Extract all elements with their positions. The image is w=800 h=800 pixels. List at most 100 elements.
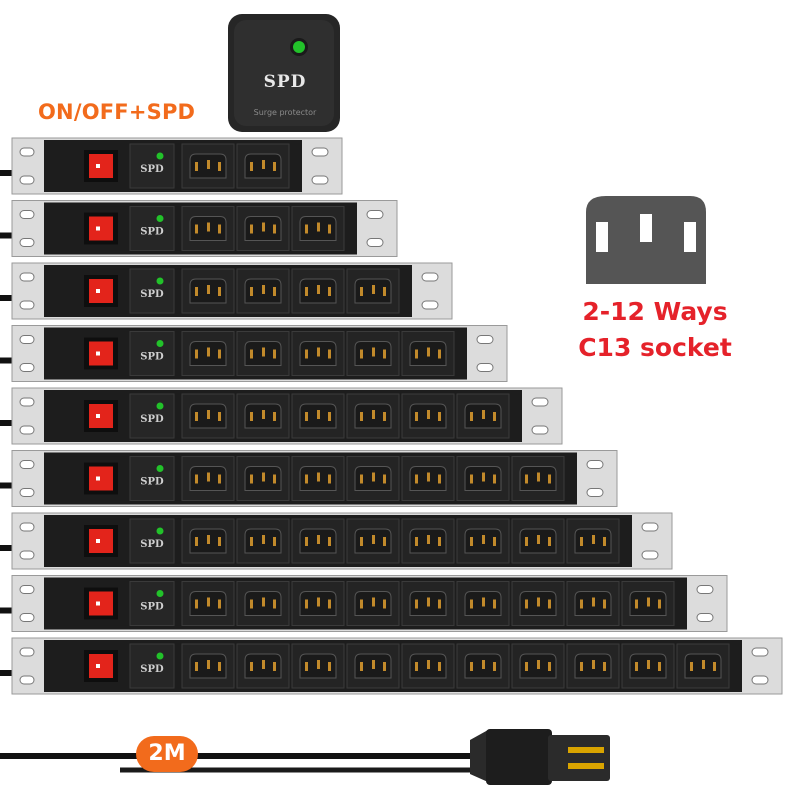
c13-socket [456, 456, 510, 501]
spd-label: SPD [140, 602, 164, 613]
indicator-led-icon [156, 590, 164, 597]
indicator-led-icon [156, 152, 164, 160]
pdu-strip: SPD [0, 387, 563, 445]
c13-socket [511, 456, 565, 501]
c13-socket [181, 456, 235, 501]
power-switch-icon [84, 400, 118, 432]
c13-socket [456, 518, 510, 564]
c13-socket [236, 518, 290, 564]
indicator-led-icon [156, 215, 164, 222]
c13-socket [401, 581, 455, 626]
c13-socket [291, 393, 345, 439]
c13-socket [346, 393, 400, 439]
c13-socket [346, 331, 400, 376]
c13-socket [566, 643, 620, 689]
power-switch-icon [84, 275, 118, 307]
indicator-led-icon [156, 277, 164, 285]
indicator-led-icon [156, 465, 164, 472]
pdu-strip: SPD [0, 575, 728, 632]
indicator-led-icon [156, 527, 164, 535]
pdu-strip: SPD [0, 637, 783, 695]
power-switch-icon [84, 525, 118, 557]
indicator-led-icon [293, 41, 305, 53]
c13-socket [401, 331, 455, 376]
c13-socket [401, 518, 455, 564]
cable-length-badge: 2M [136, 736, 198, 772]
spd-label: SPD [140, 664, 164, 675]
c13-socket [236, 581, 290, 626]
ways-label: 2-12 Ways C13 socket [566, 294, 744, 366]
c13-socket [181, 518, 235, 564]
pdu-strip: SPD [0, 325, 508, 382]
indicator-led-icon [156, 402, 164, 410]
c13-socket [181, 581, 235, 626]
c13-socket [291, 331, 345, 376]
c13-socket [346, 456, 400, 501]
spd-label: SPD [140, 539, 164, 550]
c13-socket [346, 268, 400, 314]
c13-socket [236, 143, 290, 189]
c13-socket-icon [586, 196, 706, 284]
spd-label: SPD [140, 352, 164, 363]
c13-socket [291, 456, 345, 501]
c13-socket [456, 581, 510, 626]
c13-socket [236, 331, 290, 376]
c13-socket [566, 581, 620, 626]
pdu-strip: SPD [0, 512, 673, 570]
pdu-strip: SPD [0, 137, 343, 195]
c13-socket [291, 643, 345, 689]
c13-socket [291, 581, 345, 626]
power-switch-icon [84, 212, 118, 245]
spd-label: SPD [140, 414, 164, 425]
spd-label: SPD [140, 289, 164, 300]
c13-socket [291, 268, 345, 314]
c13-socket [566, 518, 620, 564]
spd-module-subtitle: Surge protector [253, 108, 317, 117]
power-switch-icon [84, 587, 118, 620]
c13-socket [291, 518, 345, 564]
c13-socket [401, 456, 455, 501]
c13-socket [621, 581, 675, 626]
ways-label-line2: C13 socket [578, 333, 732, 362]
c13-socket [236, 456, 290, 501]
c13-socket [236, 393, 290, 439]
spd-label: SPD [140, 227, 164, 238]
c13-socket [181, 143, 235, 189]
switch-feature-label: ON/OFF+SPD [38, 100, 196, 124]
c13-socket [346, 581, 400, 626]
c13-socket [401, 643, 455, 689]
c13-socket [236, 268, 290, 314]
indicator-led-icon [156, 652, 164, 660]
c13-socket [181, 331, 235, 376]
power-cable [0, 753, 480, 773]
c13-socket [456, 643, 510, 689]
c13-socket [181, 643, 235, 689]
indicator-led-icon [156, 340, 164, 347]
c13-socket [676, 643, 730, 689]
c13-socket [511, 518, 565, 564]
power-switch-icon [84, 462, 118, 495]
c13-socket [346, 643, 400, 689]
c13-socket [511, 581, 565, 626]
c13-socket [346, 518, 400, 564]
pdu-strip: SPD [0, 450, 618, 507]
c13-socket [181, 206, 235, 251]
spd-module [228, 14, 340, 132]
c13-socket [621, 643, 675, 689]
c13-socket [181, 268, 235, 314]
c13-socket [511, 643, 565, 689]
spd-label: SPD [140, 477, 164, 488]
c13-socket [236, 643, 290, 689]
pdu-strip: SPD [0, 200, 398, 257]
c13-socket [181, 393, 235, 439]
spd-module-title: SPD [263, 72, 307, 92]
c13-socket [291, 206, 345, 251]
c13-socket [236, 206, 290, 251]
spd-label: SPD [140, 164, 164, 175]
power-switch-icon [84, 150, 118, 182]
ways-label-line1: 2-12 Ways [582, 297, 728, 326]
pdu-strip: SPD [0, 262, 453, 320]
c13-socket [456, 393, 510, 439]
power-switch-icon [84, 337, 118, 370]
